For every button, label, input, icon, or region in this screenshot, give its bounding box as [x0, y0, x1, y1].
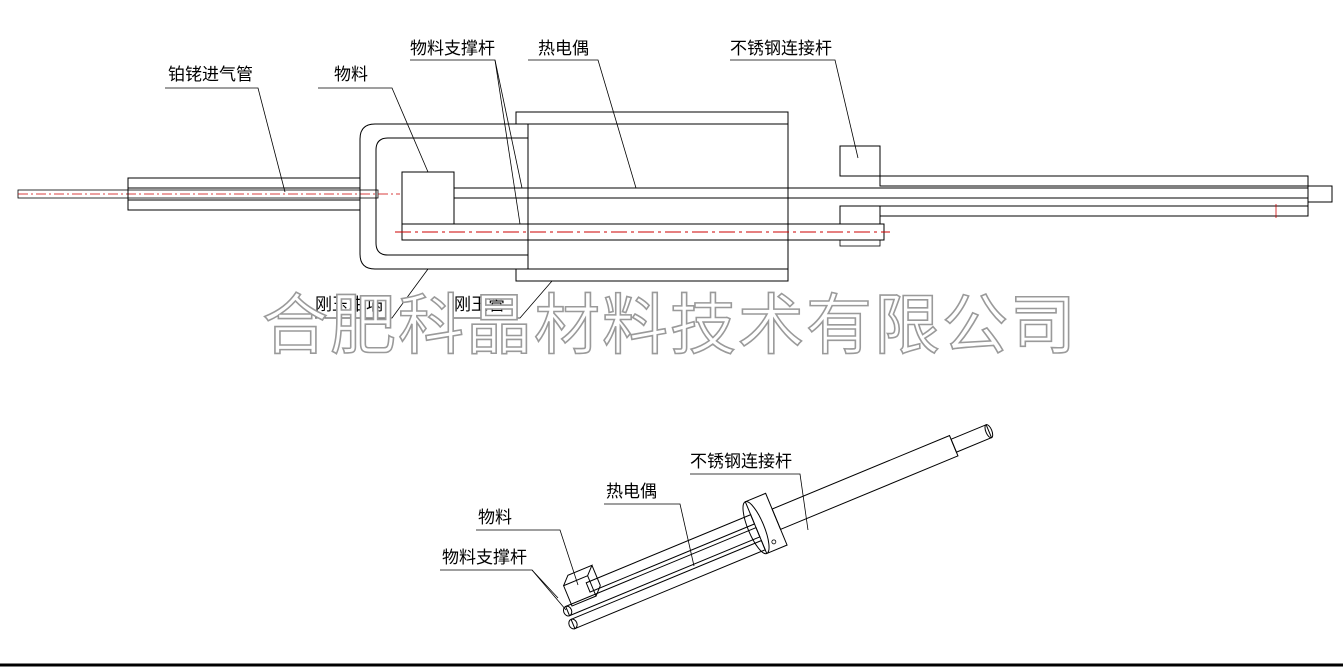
label-material-bottom: 物料: [478, 508, 512, 528]
label-material-top: 物料: [334, 65, 368, 85]
label-support-rod-bottom: 物料支撑杆: [442, 548, 527, 568]
iso-connector-rod: [771, 424, 994, 531]
label-support-rod-top: 物料支撑杆: [410, 39, 495, 59]
label-thermocouple-bottom: 热电偶: [606, 482, 657, 502]
label-thermocouple-top: 热电偶: [538, 39, 589, 59]
iso-material-block: [562, 564, 601, 607]
section-view: 铂铑进气管 物料 物料支撑杆 热电偶 不锈钢连接杆 刚玉坩埚 刚玉管: [17, 39, 1333, 319]
support-rod: [395, 223, 890, 247]
watermark: 合肥科晶材料技术有限公司: [262, 287, 1078, 364]
corundum-tube: [515, 111, 789, 282]
label-connector-rod-top: 不锈钢连接杆: [730, 39, 832, 59]
label-connector-rod-bottom: 不锈钢连接杆: [690, 452, 792, 472]
label-gas-inlet: 铂铑进气管: [168, 65, 253, 85]
label-corundum-tube: 刚玉管: [454, 295, 505, 315]
thermocouple-rod: [454, 185, 1333, 203]
isometric-view: 物料 物料支撑杆 热电偶 不锈钢连接杆: [440, 424, 994, 630]
gas-inlet-tube: [17, 189, 400, 199]
connector-rod: [879, 175, 1309, 218]
corundum-crucible: [359, 123, 529, 270]
label-crucible: 刚玉坩埚: [315, 295, 383, 315]
connector-flange: [839, 145, 881, 225]
iso-support-rods: [562, 526, 766, 630]
material-block: [401, 171, 455, 225]
